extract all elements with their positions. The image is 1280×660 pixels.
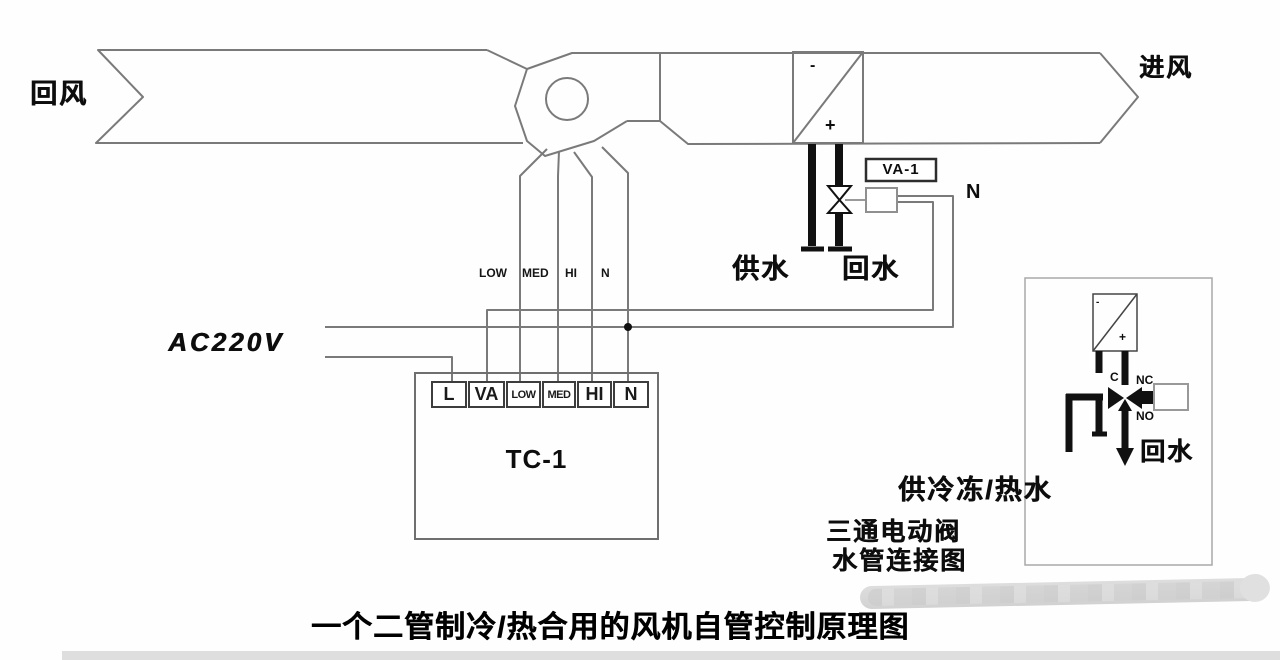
terminal-hi: HI — [577, 381, 612, 408]
detail-coil-minus-mark: - — [1096, 297, 1100, 308]
water-pipes — [801, 144, 852, 252]
controller-box — [414, 372, 659, 540]
wire-label-n: N — [601, 266, 610, 280]
return-water-label: 回水 — [842, 254, 900, 284]
detail-return-water-label: 回水 — [1140, 438, 1195, 466]
wire-n — [601, 146, 629, 382]
detail-title-line1: 三通电动阀 — [826, 518, 962, 546]
detail-pipes — [1065, 351, 1129, 452]
valve-port-no-label: NO — [1136, 409, 1154, 423]
wire-junction-dot — [624, 323, 632, 331]
wire-label-hi: HI — [565, 266, 577, 280]
coil-symbol — [792, 51, 864, 144]
bottom-edge-strip — [62, 651, 1280, 660]
supply-water-label: 供水 — [732, 254, 790, 284]
neutral-wire-label: N — [966, 181, 981, 203]
wire-label-low: LOW — [479, 266, 507, 280]
terminal-va: VA — [468, 381, 505, 408]
detail-title-line2: 水管连接图 — [832, 547, 968, 575]
detail-coil-plus-mark: + — [1119, 330, 1127, 344]
valve-port-nc-label: NC — [1136, 373, 1154, 387]
wire-hi — [573, 151, 593, 382]
supply-air-label: 进风 — [1139, 54, 1194, 82]
duct-outline — [95, 49, 1139, 157]
return-air-label: 回风 — [30, 79, 88, 109]
power-label: AC220V — [168, 327, 285, 357]
wire-med — [557, 150, 560, 382]
diagram-caption: 一个二管制冷/热合用的风机自管控制原理图 — [311, 611, 910, 644]
terminal-low: LOW — [506, 381, 541, 408]
controller-name: TC-1 — [505, 444, 568, 474]
wire-label-med: MED — [522, 266, 549, 280]
coil-plus-mark: + — [825, 115, 836, 135]
wire-low — [519, 148, 548, 382]
detail-coil-symbol — [1092, 293, 1138, 352]
detail-supply-label: 供冷冻/热水 — [898, 475, 1053, 505]
coil-minus-mark: - — [810, 57, 816, 74]
valve-port-c-label: C — [1110, 370, 1119, 384]
fan-symbol — [545, 77, 589, 121]
valve-actuator-box — [865, 187, 898, 213]
wire-live — [325, 356, 453, 381]
valve-symbol — [825, 185, 898, 214]
terminal-l: L — [431, 381, 467, 408]
detail-inset-box — [1024, 277, 1213, 566]
three-way-valve-symbol — [1108, 383, 1189, 411]
wire-neutral-bus — [325, 195, 954, 328]
wire-valve-control — [486, 201, 934, 381]
three-way-valve-actuator-box — [1153, 383, 1189, 411]
va1-tag-label: VA-1 — [882, 161, 920, 178]
terminal-n: N — [613, 381, 649, 408]
flow-arrow — [1116, 448, 1134, 466]
va1-tag-box — [864, 157, 938, 183]
terminal-med: MED — [542, 381, 576, 408]
